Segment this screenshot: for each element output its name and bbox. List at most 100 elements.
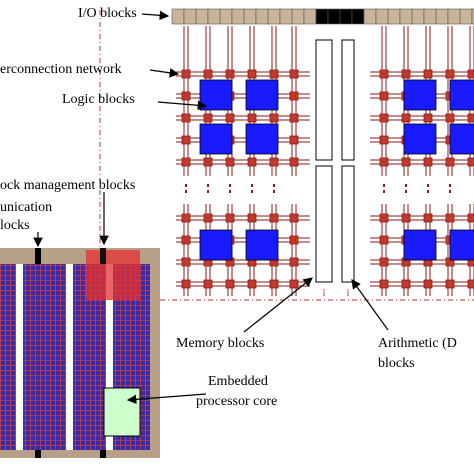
switch-box — [379, 279, 389, 289]
switch-box — [379, 91, 389, 101]
continuation-dot — [229, 190, 231, 193]
chip-comm-block-top — [35, 248, 41, 264]
continuation-dot — [273, 190, 275, 193]
switch-box — [225, 113, 235, 123]
switch-box — [401, 279, 411, 289]
continuation-dot — [229, 184, 231, 187]
memory-block-column — [315, 39, 333, 283]
continuation-dot — [427, 184, 429, 187]
switch-box — [289, 213, 299, 223]
switch-box — [289, 91, 299, 101]
switch-box — [289, 135, 299, 145]
switch-box — [203, 69, 213, 79]
logic-block — [245, 123, 279, 155]
switch-box — [401, 113, 411, 123]
continuation-dot — [449, 184, 451, 187]
io-block — [171, 8, 185, 25]
switch-box — [247, 157, 257, 167]
switch-box — [379, 257, 389, 267]
switch-box — [225, 69, 235, 79]
label-embedded-processor-1: Embedded — [208, 374, 268, 389]
logic-block — [403, 79, 437, 111]
memory-blocks-arrow — [243, 277, 313, 333]
continuation-dot — [383, 184, 385, 187]
io-block — [207, 8, 221, 25]
switch-box — [423, 113, 433, 123]
continuation-dot — [251, 190, 253, 193]
switch-box — [445, 113, 455, 123]
logic-block — [449, 79, 474, 111]
io-block — [399, 8, 413, 25]
switch-box — [225, 279, 235, 289]
io-block — [447, 8, 461, 25]
chip-comm-block-bottom — [35, 450, 41, 458]
continuation-dot — [405, 184, 407, 187]
column-continuation-dots: ⁞ ⁞ — [322, 288, 349, 299]
switch-box — [269, 213, 279, 223]
io-block — [231, 8, 245, 25]
chip-memory-column-2 — [66, 264, 73, 450]
switch-box — [269, 69, 279, 79]
io-block-special — [339, 8, 353, 25]
chip-memory-column-1 — [16, 264, 23, 450]
fpga-chip-overview — [0, 248, 160, 458]
io-block — [363, 8, 377, 25]
label-communication-blocks-1: unication — [0, 200, 53, 215]
switch-box — [269, 113, 279, 123]
svg-text:⁞: ⁞ — [346, 288, 349, 299]
switch-box — [247, 113, 257, 123]
io-block — [243, 8, 257, 25]
switch-box — [225, 213, 235, 223]
io-block — [303, 8, 317, 25]
io-block — [195, 8, 209, 25]
io-block — [219, 8, 233, 25]
switch-box — [289, 257, 299, 267]
logic-block — [449, 123, 474, 155]
switch-box — [401, 157, 411, 167]
io-block — [387, 8, 401, 25]
switch-box — [289, 69, 299, 79]
label-arithmetic-blocks-1: Arithmetic (D — [378, 336, 457, 351]
continuation-dot — [207, 190, 209, 193]
label-memory-blocks: Memory blocks — [176, 336, 265, 351]
interconnection-network — [176, 26, 474, 296]
switch-box — [247, 279, 257, 289]
label-io-blocks: I/O blocks — [78, 6, 137, 21]
clock-management-block — [100, 248, 106, 264]
switch-box — [467, 113, 474, 123]
switch-box — [423, 213, 433, 223]
io-block — [375, 8, 389, 25]
switch-box — [467, 279, 474, 289]
io-block — [183, 8, 197, 25]
switch-box — [181, 135, 191, 145]
switch-box — [423, 279, 433, 289]
continuation-dot — [185, 190, 187, 193]
label-clock-management-blocks: ock management blocks — [0, 178, 136, 193]
interconnect-arrow — [149, 68, 180, 78]
memory-block-lower — [315, 165, 333, 283]
label-embedded-processor-2: processor core — [196, 394, 278, 409]
logic-blocks-arrow — [157, 100, 208, 111]
switch-box — [467, 157, 474, 167]
logic-block — [403, 123, 437, 155]
continuation-dot — [207, 184, 209, 187]
arithmetic-block-lower — [341, 165, 355, 283]
switch-box — [247, 213, 257, 223]
switch-box — [379, 69, 389, 79]
switch-box — [289, 157, 299, 167]
continuation-dot — [383, 190, 385, 193]
svg-text:⁞: ⁞ — [322, 288, 325, 299]
switch-box — [181, 91, 191, 101]
switch-box — [269, 157, 279, 167]
zoom-guide-lines — [99, 10, 474, 301]
switch-box — [379, 113, 389, 123]
continuation-dot — [449, 190, 451, 193]
io-blocks-arrow — [141, 10, 170, 21]
switch-box — [289, 113, 299, 123]
label-logic-blocks: Logic blocks — [62, 92, 135, 107]
logic-block — [199, 229, 233, 261]
continuation-dot — [405, 190, 407, 193]
switch-box — [445, 69, 455, 79]
switch-box — [181, 157, 191, 167]
